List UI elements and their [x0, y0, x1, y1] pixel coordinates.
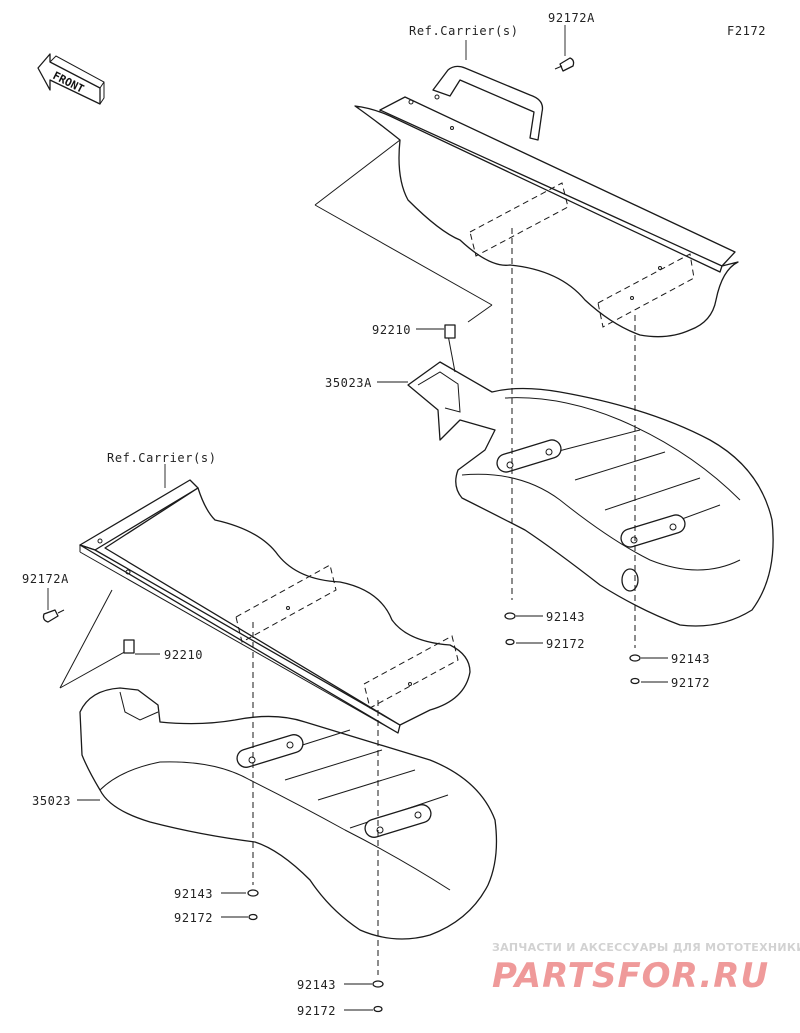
- seat-base-35023: [79, 687, 498, 940]
- washer-screw-left: [247, 889, 384, 1013]
- label-92143-l1: 92143: [174, 887, 213, 901]
- clip-92210-top: [444, 324, 456, 339]
- label-92172-r1: 92172: [546, 637, 585, 651]
- bolt-92172A-top: [554, 57, 575, 72]
- label-92172A-left: 92172A: [22, 572, 69, 586]
- seat-cushion-left: [59, 487, 471, 726]
- label-35023: 35023: [32, 794, 71, 808]
- label-92210-top: 92210: [372, 323, 411, 337]
- washer-screw-right: [504, 612, 641, 685]
- lead-line: [314, 204, 493, 306]
- label-92172-r2: 92172: [671, 676, 710, 690]
- label-35023A: 35023A: [325, 376, 372, 390]
- label-92172-l1: 92172: [174, 911, 213, 925]
- label-92143-r1: 92143: [546, 610, 585, 624]
- label-92172A-top: 92172A: [548, 11, 595, 25]
- bolt-92172A-left: [42, 609, 65, 623]
- label-ref-carrier-top: Ref.Carrier(s): [409, 24, 519, 38]
- watermark-tagline: ЗАПЧАСТИ И АКСЕССУАРЫ ДЛЯ МОТОТЕХНИКИ: [492, 941, 800, 954]
- figure-code: F2172: [727, 24, 766, 38]
- front-arrow-icon: FRONT: [37, 53, 105, 105]
- clip-92210-left: [123, 639, 135, 654]
- seat-cushion-top: [314, 105, 739, 338]
- seat-base-35023A: [407, 334, 774, 627]
- label-92172-l2: 92172: [297, 1004, 336, 1018]
- label-92143-l2: 92143: [297, 978, 336, 992]
- label-92210-left: 92210: [164, 648, 203, 662]
- label-92143-r2: 92143: [671, 652, 710, 666]
- watermark-brand: PARTSFOR.RU: [492, 956, 769, 996]
- label-ref-carrier-left: Ref.Carrier(s): [107, 451, 217, 465]
